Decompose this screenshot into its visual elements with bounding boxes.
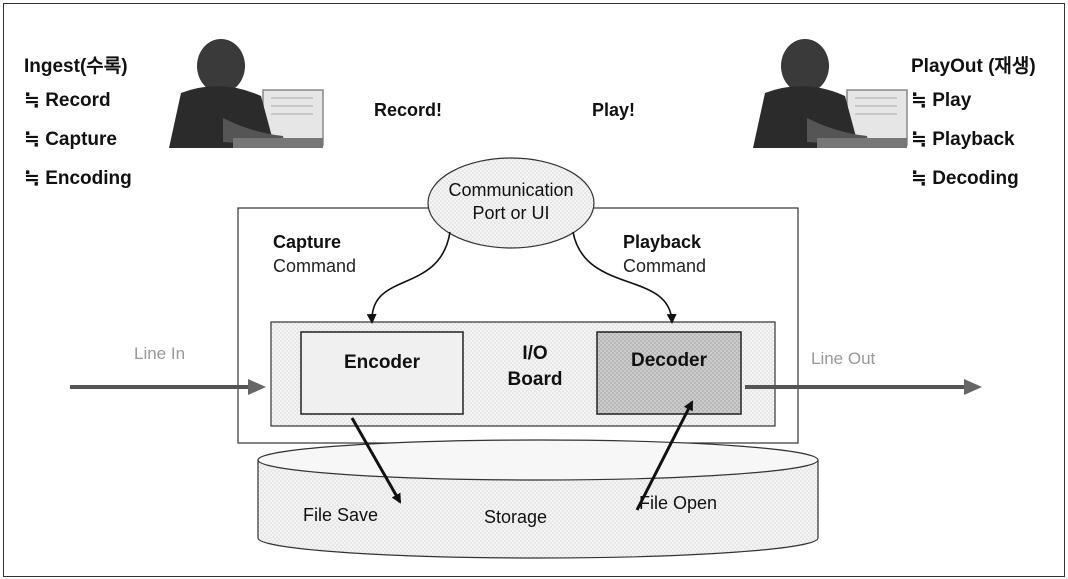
play-call: Play! [592,100,636,120]
encoder-box [300,331,464,415]
diagram-frame [3,3,1065,577]
decoder-box [596,331,742,415]
playout-item-play: ≒ Play [911,90,972,111]
file-save-arrow [350,417,402,504]
right-person-icon [753,39,908,148]
file-open-label: File Open [639,493,718,513]
record-call: Record! [374,100,443,120]
communication-port-ellipse [427,157,595,249]
comm-line2: Port or UI [472,203,550,223]
file-open-arrow [635,400,694,511]
playout-item-playback: ≒ Playback [911,129,1015,150]
capture-command-label: Command [273,256,357,276]
playback-command-label: Command [623,256,707,276]
playout-title: PlayOut (재생) [911,56,1036,77]
decoder-label: Decoder [630,350,708,371]
line-out-label: Line Out [811,349,876,368]
storage-cylinder [257,439,819,559]
ingest-title: Ingest(수록) [24,56,128,77]
line-in-label: Line In [134,344,186,363]
encoder-label: Encoder [343,352,421,373]
io-label-line2: Board [507,369,563,390]
io-label-line1: I/O [522,343,548,364]
ingest-item-capture: ≒ Capture [24,129,117,150]
ingest-item-encoding: ≒ Encoding [24,168,132,189]
comm-line1: Communication [448,180,574,200]
file-save-label: File Save [303,505,379,525]
playback-command-arrow [572,231,677,324]
capture-label: Capture [273,232,342,252]
playout-item-decoding: ≒ Decoding [911,168,1019,189]
storage-label: Storage [484,507,548,527]
left-person-icon [169,39,324,148]
playback-label: Playback [623,232,702,252]
capture-command-arrow [366,231,451,324]
ingest-item-record: ≒ Record [24,90,111,111]
